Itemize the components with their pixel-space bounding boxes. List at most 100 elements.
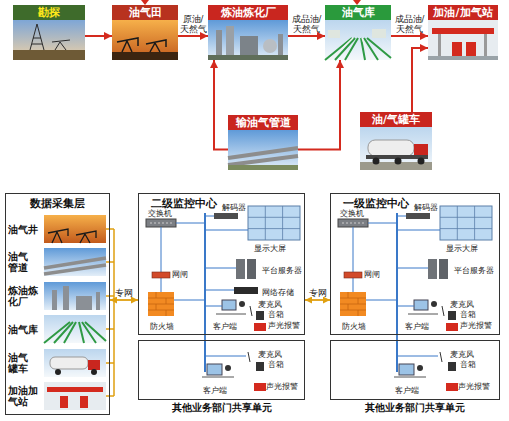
center-title: 一级监控中心 xyxy=(343,197,409,211)
device-label: 麦克风 xyxy=(258,350,282,360)
canopy xyxy=(432,28,494,34)
wheel xyxy=(55,369,61,375)
row-title: 油气井 xyxy=(8,224,44,235)
unit-title: 其他业务部门共享单元 xyxy=(139,401,304,415)
tank xyxy=(328,30,340,38)
device-label: 网络存储 xyxy=(262,288,294,298)
device-label: 解码器 xyxy=(222,203,246,213)
connector xyxy=(305,299,330,301)
row-title: 油气库 xyxy=(8,324,44,335)
group-box: 数据采集层油气井油气 管道炼油炼 化厂油气库油气 罐车加油加 气站 xyxy=(5,193,110,415)
wheel xyxy=(395,158,402,165)
photo xyxy=(428,20,498,60)
photo xyxy=(44,349,106,377)
unit-title: 其他业务部门共享单元 xyxy=(331,401,499,415)
plant xyxy=(52,286,100,310)
plant xyxy=(240,36,258,56)
tower xyxy=(216,30,222,56)
connector xyxy=(110,299,138,301)
pump-jack xyxy=(48,229,96,243)
pillar xyxy=(484,34,487,56)
device-label: 平台服务器 xyxy=(454,266,494,276)
derrick xyxy=(30,24,70,50)
connector xyxy=(178,35,208,37)
wheel xyxy=(91,369,97,375)
connector xyxy=(298,60,340,150)
row-title: 炼油炼 化厂 xyxy=(8,285,44,307)
edge-label: 成品油/ 天然气 xyxy=(387,14,432,34)
device-label: 解码器 xyxy=(414,203,438,213)
top-title: 加油/加气站 xyxy=(428,5,498,20)
top-box: 加油/加气站 xyxy=(428,5,498,60)
tower xyxy=(278,34,283,56)
wheel xyxy=(373,158,380,165)
row-box: 炼油炼 化厂 xyxy=(7,280,108,312)
shared-unit-equipment xyxy=(202,340,266,391)
connector xyxy=(288,35,325,37)
device-label: 客户端 xyxy=(395,386,419,396)
device-label: 声光报警 xyxy=(458,382,490,392)
tank xyxy=(372,29,386,38)
photo xyxy=(44,282,106,310)
device-label: 音箱 xyxy=(268,310,284,320)
device-label: 客户端 xyxy=(405,322,429,332)
edge-label: 原油/ 天然气 xyxy=(174,14,212,34)
device-label: 声光报警 xyxy=(268,321,300,331)
photo xyxy=(112,20,178,60)
photo xyxy=(44,215,106,243)
top-title: 油气田 xyxy=(112,5,178,20)
edge-label: 专网 xyxy=(106,288,142,298)
row-box: 油气库 xyxy=(7,313,108,345)
photo xyxy=(44,315,106,343)
device-label: 声光报警 xyxy=(460,321,492,331)
pipes xyxy=(44,258,106,274)
connector xyxy=(214,60,228,150)
truck-cab xyxy=(88,360,100,370)
top-box: 油气田 xyxy=(112,5,178,60)
top-box: 炼油炼化厂 xyxy=(208,5,288,60)
pipes xyxy=(330,38,371,60)
photo xyxy=(44,248,106,276)
top-title: 炼油炼化厂 xyxy=(208,5,288,20)
pump xyxy=(60,396,68,408)
device-label: 交换机 xyxy=(148,209,172,219)
pump xyxy=(80,396,88,408)
row-title: 油气 管道 xyxy=(8,251,44,273)
device-label: 显示大屏 xyxy=(446,244,478,254)
edge-label: 专网 xyxy=(301,288,334,298)
top-box: 油/气罐车 xyxy=(360,112,432,170)
shared-unit-equipment xyxy=(394,340,458,391)
collection-wires xyxy=(106,229,114,396)
connector xyxy=(391,35,428,37)
photo xyxy=(228,130,298,170)
tower xyxy=(226,26,234,56)
row-box: 油气井 xyxy=(7,213,108,245)
top-title: 油气库 xyxy=(325,5,391,20)
device-label: 网闸 xyxy=(172,270,188,280)
storage-icon xyxy=(234,287,258,294)
device-label: 麦克风 xyxy=(450,350,474,360)
photo xyxy=(325,20,391,60)
photo xyxy=(360,127,432,170)
row-box: 油气 罐车 xyxy=(7,347,108,379)
device-label: 麦克风 xyxy=(258,300,282,310)
connector xyxy=(204,335,206,340)
top-title: 勘探 xyxy=(13,5,85,20)
ground xyxy=(208,55,288,60)
connector xyxy=(85,35,112,37)
ground xyxy=(228,165,298,170)
pipes xyxy=(228,148,298,165)
connector xyxy=(396,335,398,340)
device-label: 音箱 xyxy=(268,360,284,370)
ground xyxy=(13,50,85,60)
top-title: 油/气罐车 xyxy=(360,112,432,127)
device-label: 显示大屏 xyxy=(254,244,286,254)
device-label: 音箱 xyxy=(460,310,476,320)
device-label: 客户端 xyxy=(203,386,227,396)
canopy xyxy=(47,387,103,392)
row-box: 加油加 气站 xyxy=(7,380,108,412)
device-label: 声光报警 xyxy=(266,382,298,392)
pillar xyxy=(438,34,441,56)
photo xyxy=(13,20,85,60)
